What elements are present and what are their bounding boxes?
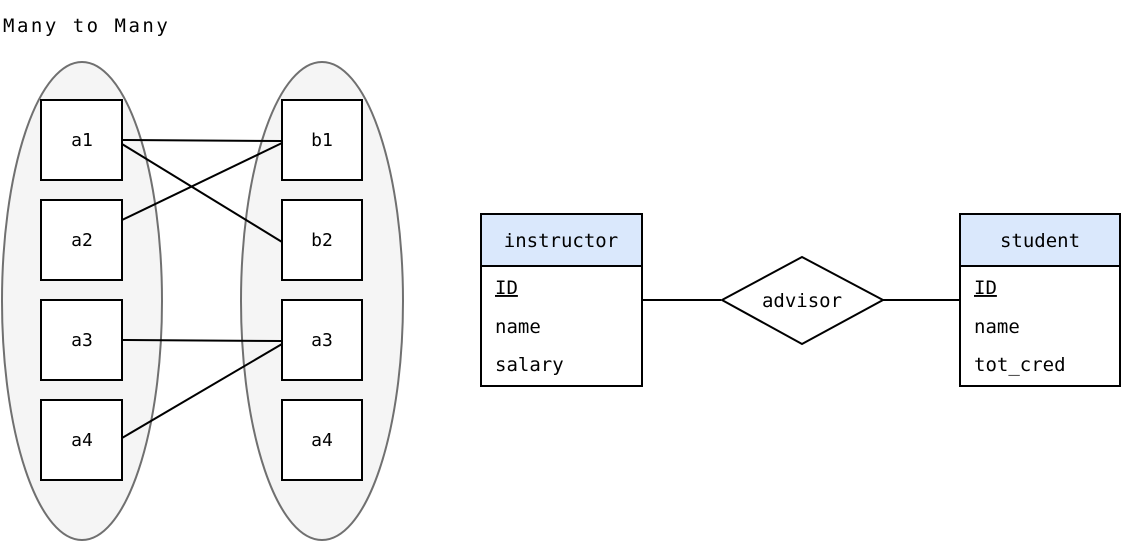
connection-a3-a3 [121, 339, 283, 342]
element-box [40, 99, 123, 181]
entity-attribute: tot_cred [974, 354, 1066, 376]
element-box [281, 99, 363, 181]
entity-instructor: instructor ID name salary [480, 213, 643, 387]
element-box [281, 199, 363, 281]
many-to-many-mapping: a1 a2 a3 a4 b1 b2 a3 a4 [1, 61, 404, 541]
element-box [40, 399, 123, 481]
entity-key-attribute: ID [495, 277, 518, 299]
entity-header [480, 213, 643, 267]
entity-attribute: name [495, 316, 541, 338]
connection-a1-b2 [121, 143, 283, 243]
element-label: b1 [311, 130, 333, 151]
element-label: a4 [311, 430, 333, 451]
element-box [281, 299, 363, 381]
relationship-name: advisor [762, 290, 842, 312]
element-box [281, 399, 363, 481]
element-label: a4 [71, 430, 93, 451]
diagram-title: Many to Many [3, 15, 170, 37]
connection-a2-b1 [121, 142, 283, 221]
left-set-elements: a1 a2 a3 a4 [40, 99, 123, 481]
connection-a4-a3 [121, 343, 283, 439]
element-box [40, 299, 123, 381]
element-label: a3 [311, 330, 333, 351]
entity-name: student [1000, 230, 1080, 252]
element-box [40, 199, 123, 281]
entity-student: student ID name tot_cred [959, 213, 1121, 387]
element-label: a1 [71, 130, 93, 151]
right-set-elements: b1 b2 a3 a4 [281, 99, 363, 481]
entity-attribute: name [974, 316, 1020, 338]
entity-name: instructor [504, 230, 618, 252]
entity-attribute: salary [495, 354, 564, 376]
entity-header [959, 213, 1121, 267]
element-label: a3 [71, 330, 93, 351]
er-diagram: instructor ID name salary advisor studen… [480, 213, 1121, 387]
connection-a1-b1 [121, 139, 283, 142]
element-label: a2 [71, 230, 93, 251]
relationship-advisor: advisor [719, 255, 886, 346]
entity-key-attribute: ID [974, 277, 997, 299]
mapping-connections [121, 139, 283, 439]
element-label: b2 [311, 230, 333, 251]
relationship-diamond [719, 255, 886, 346]
